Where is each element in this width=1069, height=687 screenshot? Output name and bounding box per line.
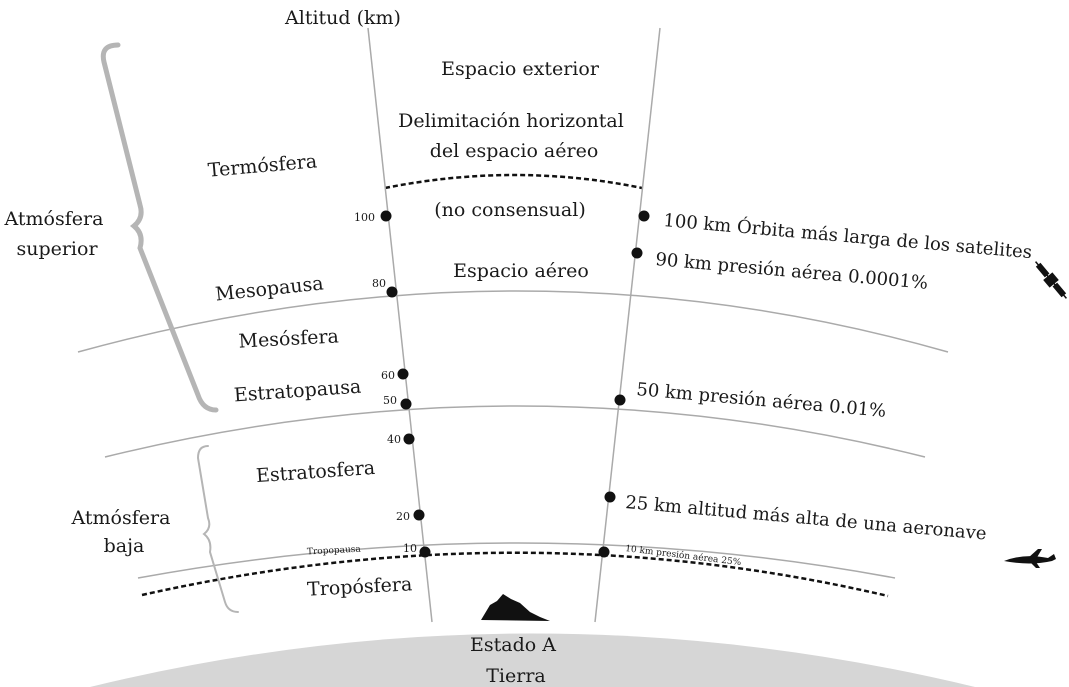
delimitation-line2: del espacio aéreo xyxy=(430,140,599,162)
right-point-50 xyxy=(614,394,626,406)
lower-atmosphere-line2: baja xyxy=(104,535,145,557)
axis-point-60 xyxy=(397,368,409,380)
axis-point-10 xyxy=(419,546,431,558)
pressure-10-annotation: 10 km presión aérea 25% xyxy=(625,543,743,568)
tick-label-80: 80 xyxy=(372,277,386,290)
satellite-icon xyxy=(1034,261,1068,299)
delimitation-line1: Delimitación horizontal xyxy=(398,110,624,132)
no-consensus-label: (no consensual) xyxy=(434,199,585,221)
lower-atmosphere-label: Atmósfera baja xyxy=(71,507,177,557)
tick-label-50: 50 xyxy=(383,394,397,407)
troposphere-label: Tropósfera xyxy=(307,573,413,600)
aircraft-altitude-annotation: 25 km altitud más alta de una aeronave xyxy=(625,492,988,544)
state-a-label: Estado A xyxy=(470,634,556,656)
upper-atmosphere-brace xyxy=(100,42,219,413)
axis-point-80 xyxy=(386,286,398,298)
axis-point-20 xyxy=(413,509,425,521)
earth-surface xyxy=(90,633,975,687)
delimitation-label: Delimitación horizontal del espacio aére… xyxy=(398,110,630,162)
upper-atmosphere-line1: Atmósfera xyxy=(4,208,104,230)
airspace-limit-dashed xyxy=(384,173,643,190)
axis-point-100 xyxy=(380,210,392,222)
tropopause-label: Tropopausa xyxy=(307,545,362,558)
mesopause-label: Mesopausa xyxy=(214,272,324,305)
axis-point-50 xyxy=(400,398,412,410)
airplane-icon xyxy=(1004,549,1056,568)
mountain-icon xyxy=(481,594,550,621)
stratopause-boundary xyxy=(104,405,926,458)
airspace-label: Espacio aéreo xyxy=(453,260,589,282)
mesosphere-label: Mesósfera xyxy=(238,325,339,352)
axis-point-40 xyxy=(403,433,415,445)
tick-label-20: 20 xyxy=(396,510,410,523)
pressure-90-annotation: 90 km presión aérea 0.0001% xyxy=(655,249,929,294)
right-vertical-line xyxy=(594,27,661,623)
upper-atmosphere-label: Atmósfera superior xyxy=(4,208,110,260)
mesopause-boundary xyxy=(77,290,949,353)
tick-label-40: 40 xyxy=(387,433,401,446)
outer-space-label: Espacio exterior xyxy=(441,58,600,80)
tick-label-100: 100 xyxy=(354,211,375,224)
tick-label-60: 60 xyxy=(381,369,395,382)
upper-atmosphere-line2: superior xyxy=(16,238,98,260)
pressure-50-annotation: 50 km presión aérea 0.01% xyxy=(636,379,887,422)
tropopause-boundary xyxy=(137,542,896,579)
thermosphere-label: Termósfera xyxy=(207,150,318,181)
earth-label: Estado A Tierra xyxy=(470,634,562,687)
right-point-10 xyxy=(598,546,610,558)
right-point-90 xyxy=(631,247,643,259)
altitude-axis-line xyxy=(367,27,433,623)
lower-atmosphere-brace xyxy=(196,445,239,613)
stratosphere-label: Estratosfera xyxy=(255,457,375,487)
tropopause-dashed xyxy=(141,551,889,598)
right-point-100 xyxy=(638,210,650,222)
lower-atmosphere-line1: Atmósfera xyxy=(71,507,171,529)
right-point-25 xyxy=(604,491,616,503)
axis-title: Altitud (km) xyxy=(284,7,401,29)
tick-label-10: 10 xyxy=(403,542,417,555)
stratopause-label: Estratopausa xyxy=(233,376,362,407)
earth-name-label: Tierra xyxy=(486,665,546,687)
